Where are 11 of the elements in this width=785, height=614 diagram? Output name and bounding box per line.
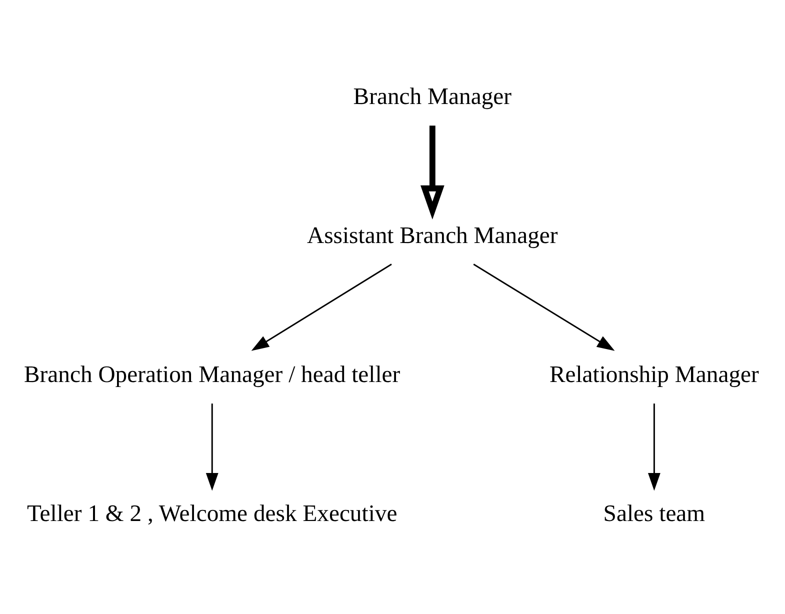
node-text: Branch Manager [353, 84, 512, 110]
arrow [420, 126, 444, 220]
arrow [648, 404, 660, 491]
arrow [473, 264, 615, 351]
node-text: Assistant Branch Manager [307, 223, 558, 250]
node-text: Relationship Manager [549, 362, 759, 388]
node-text: Branch Operation Manager / head teller [24, 362, 400, 388]
arrow [251, 264, 392, 351]
arrow [206, 404, 218, 491]
node-text: Sales team [603, 501, 706, 528]
node-text: Teller 1 & 2 , Welcome desk Executive [27, 501, 398, 528]
